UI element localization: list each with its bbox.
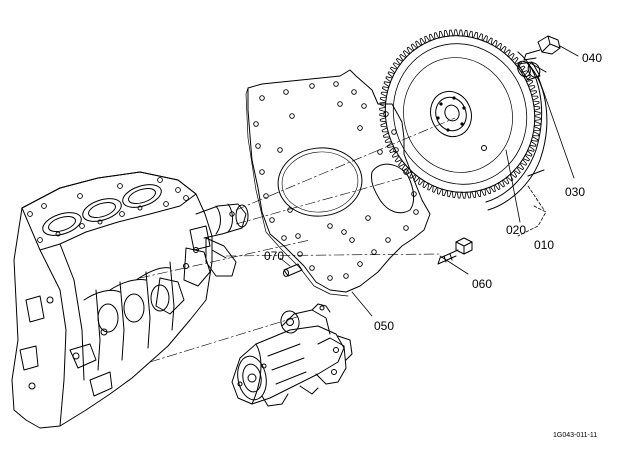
part-label-070: 070 bbox=[264, 249, 285, 263]
flywheel bbox=[362, 13, 558, 215]
flywheel-bolt bbox=[524, 36, 560, 60]
leader-lines bbox=[280, 46, 578, 316]
dowel-pin bbox=[515, 59, 541, 80]
part-label-020: 020 bbox=[506, 223, 527, 237]
part-label-030: 030 bbox=[565, 185, 586, 199]
part-label-010: 010 bbox=[534, 238, 555, 252]
assembly-centre-lines bbox=[140, 118, 455, 362]
engine-block bbox=[12, 172, 248, 428]
flywheel-housing-plate bbox=[246, 70, 430, 296]
housing-bolt bbox=[438, 238, 472, 264]
part-label-040: 040 bbox=[582, 51, 603, 65]
part-label-060: 060 bbox=[472, 277, 493, 291]
starter-motor bbox=[232, 304, 352, 406]
part-label-050: 050 bbox=[374, 319, 395, 333]
housing-dowel bbox=[284, 264, 303, 277]
figure-reference: 1G043-011-11 bbox=[553, 432, 598, 439]
